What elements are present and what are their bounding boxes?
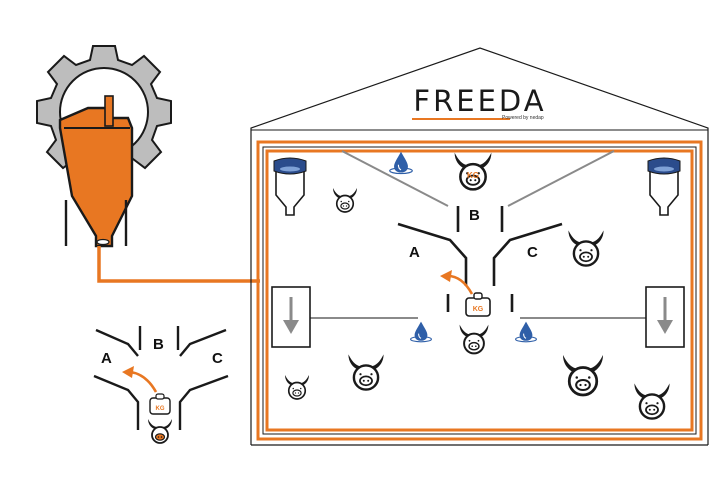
- down-arrow-icon: [283, 297, 299, 334]
- pen-label-a: A: [409, 244, 420, 261]
- detail-label-c: C: [212, 350, 223, 367]
- pig-head-icon: [567, 229, 605, 267]
- direction-arrow-icon: [440, 270, 474, 295]
- pig-head-icon: KG: [453, 151, 493, 191]
- feed-pipe: [97, 246, 260, 283]
- brand-tagline: Powered by nedap: [502, 115, 544, 121]
- detail-label-b: B: [153, 336, 164, 353]
- pig-head-icon: [332, 187, 358, 213]
- pig-head-icon: [148, 419, 172, 444]
- direction-arrow-icon: [122, 366, 158, 393]
- detail-scale-label: KG: [156, 406, 165, 412]
- sorter-detail: A B C KG: [93, 326, 229, 444]
- scale-label: KG: [473, 306, 484, 313]
- pig-head-icon: [347, 353, 385, 391]
- side-gate-left: [271, 286, 311, 348]
- pig-head-icon: [284, 374, 310, 400]
- pen-label-c: C: [527, 244, 538, 261]
- feeding-station-icon: [647, 157, 681, 216]
- water-drop-icon: [389, 151, 413, 175]
- brand-underline: [412, 118, 510, 120]
- pen-label-b: B: [469, 207, 480, 224]
- pig-head-icon: [633, 382, 671, 420]
- sorting-gate: [397, 206, 563, 312]
- pig-head-icon: [458, 323, 490, 355]
- water-drop-icon: [515, 321, 537, 343]
- side-gate-right: [645, 286, 685, 348]
- feed-lines: [310, 150, 646, 319]
- barn-outline: [250, 47, 709, 446]
- weighing-scale-icon: KG: [149, 393, 171, 415]
- down-arrow-icon: [657, 297, 673, 334]
- brand-logo: FREEDA Powered by nedap: [410, 84, 550, 121]
- brand-name: FREEDA: [413, 84, 547, 118]
- pig-head-icon: [561, 353, 605, 397]
- weighing-scale-icon: KG: [465, 292, 491, 317]
- feeding-station-icon: [273, 157, 307, 216]
- pig-kg-label: KG: [467, 171, 479, 180]
- feed-silo-icon: [58, 95, 134, 248]
- water-drop-icon: [410, 321, 432, 343]
- detail-label-a: A: [101, 350, 112, 367]
